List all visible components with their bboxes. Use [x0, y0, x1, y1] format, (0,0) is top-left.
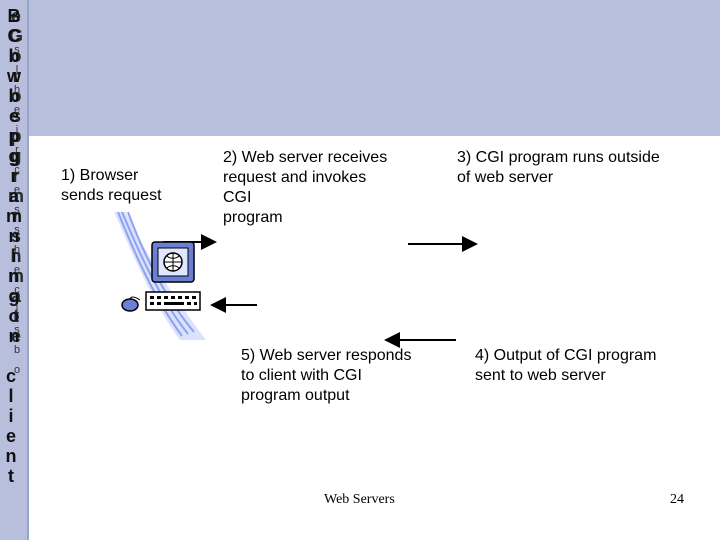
- vertical-letter: n: [8, 326, 20, 346]
- vertical-letter: s: [14, 324, 20, 336]
- vertical-letter: g: [8, 286, 20, 306]
- vertical-letter: i: [8, 406, 14, 426]
- vertical-letter: e: [5, 426, 16, 446]
- vertical-letter: c: [14, 164, 20, 176]
- vertical-letter: m: [7, 266, 24, 286]
- vertical-letter: b: [8, 46, 20, 66]
- vertical-letter: e: [10, 326, 21, 346]
- vertical-letter: r: [12, 166, 20, 186]
- vertical-letter: B: [7, 6, 21, 26]
- vertical-letter: b: [13, 344, 21, 356]
- vertical-letter: o: [8, 306, 20, 326]
- vertical-letter: s: [10, 226, 21, 246]
- vertical-letter: s: [14, 204, 20, 216]
- vertical-letter: i: [15, 124, 19, 136]
- vertical-letter: g: [10, 146, 22, 166]
- vertical-letter: o: [13, 364, 21, 376]
- vertical-letter: o: [10, 86, 22, 106]
- vertical-letter: w: [6, 66, 21, 86]
- vertical-letter: e: [13, 184, 21, 196]
- vertical-letter: i: [11, 246, 17, 266]
- step-5-server-responds-to-client: 5) Web server responds to client with CG…: [241, 347, 412, 404]
- vertical-letter: h: [13, 84, 21, 96]
- step-1-browser-sends-request: 1) Browser sends request: [61, 167, 162, 204]
- vertical-letter: g: [8, 146, 20, 166]
- left-strip-edge: [27, 0, 29, 540]
- vertical-letter: o: [10, 46, 22, 66]
- vertical-letter: n: [8, 266, 20, 286]
- step-2-web-server-invokes-cgi: 2) Web server receives request and invok…: [223, 149, 388, 226]
- vertical-letter: s: [14, 44, 20, 56]
- vertical-letter: m: [7, 186, 24, 206]
- vertical-letter: r: [12, 206, 20, 226]
- vertical-letter: a: [8, 186, 19, 206]
- vertical-letter: C: [7, 26, 21, 46]
- vertical-letter: s: [10, 106, 21, 126]
- vertical-letter: r: [10, 166, 18, 186]
- left-title-strip: [0, 0, 29, 540]
- vertical-letter: m: [5, 206, 22, 226]
- vertical-letter: r: [12, 66, 20, 86]
- vertical-letter: h: [13, 244, 21, 256]
- vertical-letter: r: [15, 144, 19, 156]
- vertical-letter: c: [5, 366, 16, 386]
- vertical-letter: a: [10, 286, 21, 306]
- vertical-letter: e: [13, 104, 21, 116]
- vertical-letter: c: [14, 284, 20, 296]
- vertical-letter: s: [14, 224, 20, 236]
- slide-title-band: [0, 0, 720, 136]
- vertical-letter: G: [8, 26, 23, 46]
- vertical-letter: n: [8, 226, 20, 246]
- vertical-letter: p: [10, 126, 22, 146]
- vertical-letter: l: [8, 386, 14, 406]
- vertical-letter: l: [15, 64, 19, 76]
- footer-title: Web Servers: [324, 492, 395, 507]
- vertical-letter: e: [8, 106, 19, 126]
- vertical-letter: p: [8, 126, 20, 146]
- vertical-letter: h: [10, 246, 22, 266]
- vertical-letter: t: [13, 306, 19, 326]
- vertical-letter: e: [13, 264, 21, 276]
- vertical-letter: e: [10, 6, 21, 26]
- computer-icon: [114, 212, 206, 340]
- vertical-letter: t: [8, 466, 14, 486]
- step-3-cgi-runs-outside: 3) CGI program runs outside of web serve…: [457, 149, 660, 186]
- page-number: 24: [670, 492, 684, 507]
- vertical-letter: b: [8, 86, 20, 106]
- step-4-output-to-web-server: 4) Output of CGI program sent to web ser…: [475, 347, 657, 384]
- vertical-letter: n: [5, 446, 17, 466]
- vertical-letter: l: [15, 304, 19, 316]
